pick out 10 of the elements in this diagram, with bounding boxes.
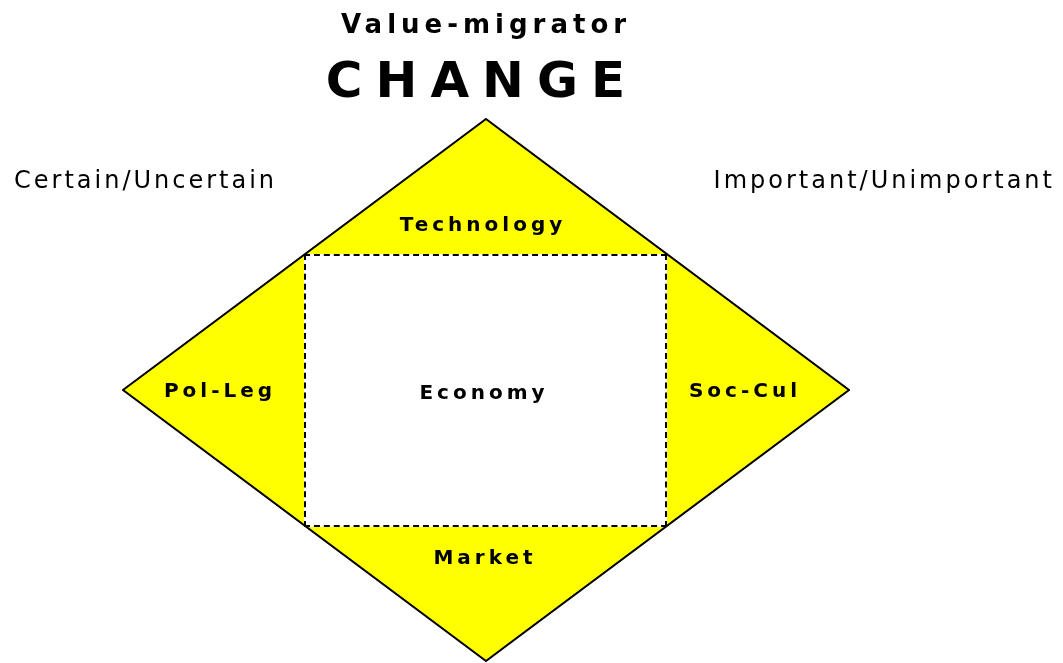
title: Value-migrator [340, 9, 632, 39]
region-label: Market [433, 545, 537, 569]
region-label: Soc-Cul [688, 378, 802, 402]
region-label: Economy [419, 380, 549, 404]
heading: CHANGE [325, 51, 639, 109]
axis-label: Certain/Uncertain [14, 166, 278, 194]
region-label: Technology [399, 212, 567, 236]
dashed-rectangle [304, 254, 667, 527]
region-label: Pol-Leg [163, 378, 277, 402]
axis-label: Important/Unimportant [713, 166, 1055, 194]
